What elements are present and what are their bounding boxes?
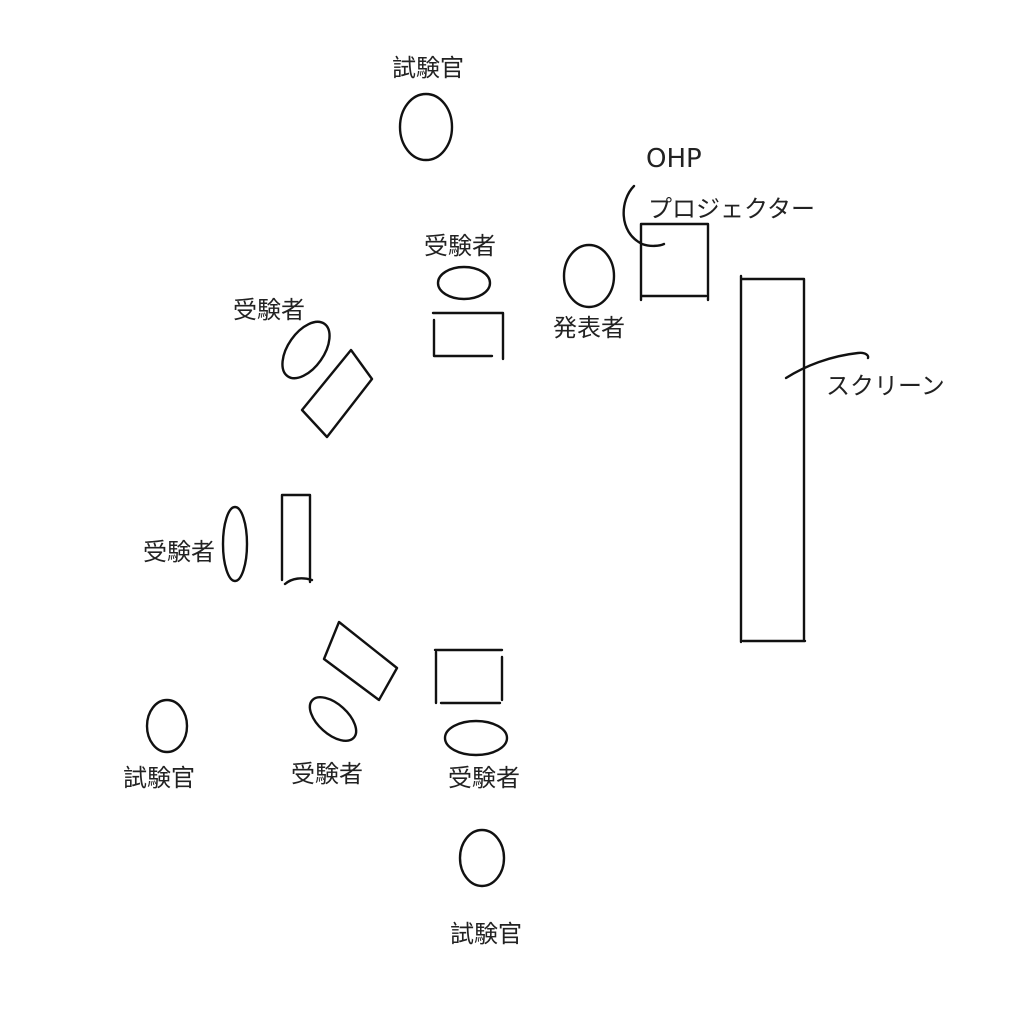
presenter-figure	[562, 243, 616, 309]
ohp-label: OHP	[646, 144, 702, 174]
examinee-bottom-desk	[433, 648, 504, 705]
examinee-bottom-label: 受験者	[448, 764, 520, 792]
examinee-upper-left-figure	[281, 320, 331, 380]
examinee-top-desk	[431, 311, 505, 361]
presenter: 発表者	[553, 243, 625, 342]
examiner-bottom-left-label: 試験官	[123, 764, 195, 792]
examinee-lower-left-label: 受験者	[291, 760, 363, 788]
examiner-top-figure	[398, 92, 454, 162]
projector-label: プロジェクター	[648, 195, 815, 223]
examinee-left: 受験者	[143, 493, 314, 586]
examinee-lower-left-desk	[322, 620, 399, 702]
screen-pointer-line	[784, 351, 870, 380]
examiner-bottom-left: 試験官	[123, 698, 195, 792]
examiner-bottom-figure	[458, 828, 506, 888]
projector-box	[639, 222, 710, 302]
examinee-top-label: 受験者	[424, 232, 496, 260]
screen-label: スクリーン	[826, 372, 945, 400]
examinee-upper-left-desk	[300, 348, 374, 439]
examinee-upper-left-label: 受験者	[233, 296, 305, 324]
presenter-label: 発表者	[553, 314, 625, 342]
examinee-top: 受験者	[424, 232, 505, 361]
examinee-top-figure	[436, 265, 492, 301]
examinee-upper-left: 受験者	[233, 296, 374, 439]
examinee-bottom: 受験者	[433, 648, 520, 792]
ohp-projector: OHP プロジェクター	[622, 144, 815, 302]
screen: スクリーン	[739, 274, 945, 644]
examiner-bottom-left-figure	[145, 698, 189, 754]
screen-box	[739, 274, 807, 644]
examinee-left-desk	[280, 493, 314, 586]
examiner-top-label: 試験官	[392, 54, 464, 82]
examinee-bottom-figure	[443, 719, 509, 757]
examiner-bottom-label: 試験官	[450, 920, 522, 948]
examinee-lower-left-figure	[308, 695, 358, 743]
examiner-top: 試験官	[392, 54, 464, 162]
examinee-lower-left: 受験者	[291, 620, 399, 788]
examiner-bottom: 試験官	[450, 828, 522, 948]
examinee-left-figure	[221, 505, 249, 583]
examinee-left-label: 受験者	[143, 538, 215, 566]
